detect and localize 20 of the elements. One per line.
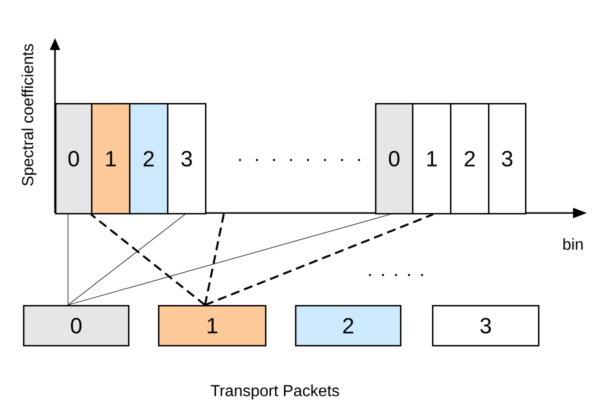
coefficient-cell: 3 xyxy=(488,103,526,214)
packet-box: 3 xyxy=(432,305,540,346)
connector-line xyxy=(204,212,225,306)
coefficient-cell: 0 xyxy=(55,103,92,214)
connector-line xyxy=(90,214,206,306)
coefficient-cell: 2 xyxy=(129,103,168,214)
axis-label: bin xyxy=(563,238,583,250)
coefficient-cell: 1 xyxy=(91,103,130,214)
connector-line xyxy=(68,214,186,306)
packet-box: 0 xyxy=(23,305,130,346)
coefficient-cell: 2 xyxy=(450,103,490,214)
packet-box: 2 xyxy=(295,305,402,346)
connector-line xyxy=(68,214,390,306)
coefficient-cell: 3 xyxy=(167,103,206,214)
connector-line xyxy=(204,213,434,306)
caption-text: Transport Packets xyxy=(210,384,340,400)
packet-box: 1 xyxy=(158,305,266,346)
coefficient-cell: 0 xyxy=(375,103,414,214)
axis-label: Spectral coefficients xyxy=(22,44,36,186)
coefficient-cell: 1 xyxy=(412,103,452,214)
